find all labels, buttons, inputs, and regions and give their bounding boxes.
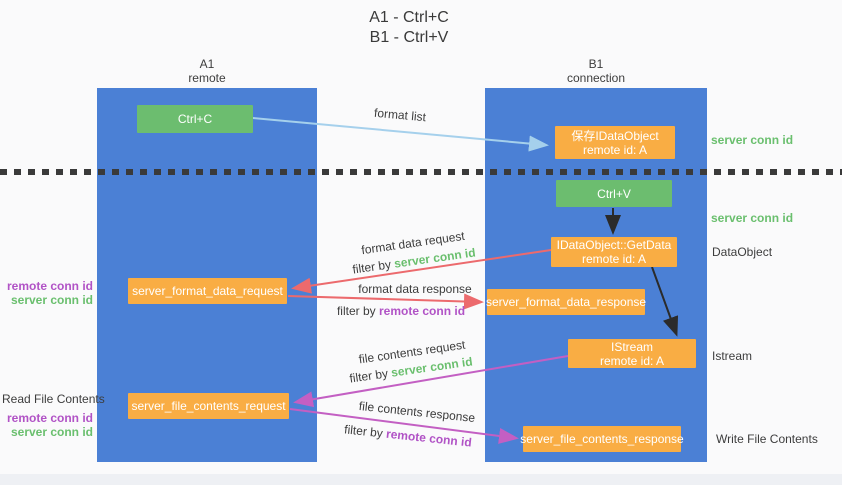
server-file-contents-response-label: server_file_contents_response [520,432,684,446]
flow-label-filter-remote-1: filter by remote conn id [337,304,465,318]
lane-b-role: connection [566,71,626,85]
server-file-contents-request-box: server_file_contents_request [128,393,289,419]
save-dataobject-line2: remote id: A [582,142,648,157]
istream-line1: IStream [610,339,653,354]
filter-by-text-2: filter by [336,304,376,318]
server-file-contents-request-label: server_file_contents_request [131,399,286,413]
server-format-data-response-box: server_format_data_response [485,289,647,315]
side-label-server-conn-id-mid: server conn id [711,211,794,225]
lane-a-role: remote [188,71,226,85]
side-label-server-conn-id-2: server conn id [10,425,93,439]
server-file-contents-response-box: server_file_contents_response [520,426,684,452]
filter-by-text-4: filter by [343,422,384,441]
lane-b-id: B1 [588,57,604,71]
side-label-write-file-contents: Write File Contents [716,432,818,446]
flow-label-format-data-response: format data response [358,282,472,296]
lane-a-header: A1 remote [97,57,317,85]
getdata-line1: IDataObject::GetData [556,238,672,252]
lane-a-id: A1 [199,57,215,71]
side-label-server-conn-id-1: server conn id [10,293,93,307]
side-label-read-file-contents: Read File Contents [2,392,105,406]
save-dataobject-line1: 保存IDataObject [571,128,659,143]
istream-line2: remote id: A [599,353,665,368]
save-dataobject-box: 保存IDataObject remote id: A [555,126,675,159]
server-format-data-request-box: server_format_data_request [128,278,287,304]
side-label-istream: Istream [712,349,753,363]
lane-b-header: B1 connection [485,57,707,85]
side-label-remote-conn-id-2: remote conn id [6,411,93,425]
ctrl-c-box: Ctrl+C [137,105,253,133]
remote-conn-id-text-2: remote conn id [385,426,473,450]
footer-strip [0,474,842,485]
getdata-line2: remote id: A [581,252,647,266]
title-line-1: A1 - Ctrl+C [369,9,449,26]
ctrl-v-label: Ctrl+V [597,186,631,201]
filter-by-text-3: filter by [348,366,389,386]
getdata-box: IDataObject::GetData remote id: A [551,237,677,267]
server-format-data-request-label: server_format_data_request [132,284,283,298]
side-label-dataobject: DataObject [712,245,773,259]
server-format-data-response-label: server_format_data_response [485,295,647,309]
flow-label-file-contents-response: file contents response [358,398,476,426]
title-line-2: B1 - Ctrl+V [369,29,449,46]
flow-label-format-list: format list [373,105,427,125]
filter-by-text-1: filter by [351,257,392,277]
ctrl-c-label: Ctrl+C [177,112,213,126]
ctrl-v-box: Ctrl+V [556,180,672,207]
side-label-remote-conn-id-1: remote conn id [6,279,93,293]
remote-conn-id-text-1: remote conn id [379,304,466,318]
istream-box: IStream remote id: A [568,339,696,368]
flow-label-filter-remote-2: filter by remote conn id [344,422,473,449]
diagram-title: A1 - Ctrl+C B1 - Ctrl+V [0,8,818,48]
side-label-server-conn-id-top: server conn id [711,133,794,147]
